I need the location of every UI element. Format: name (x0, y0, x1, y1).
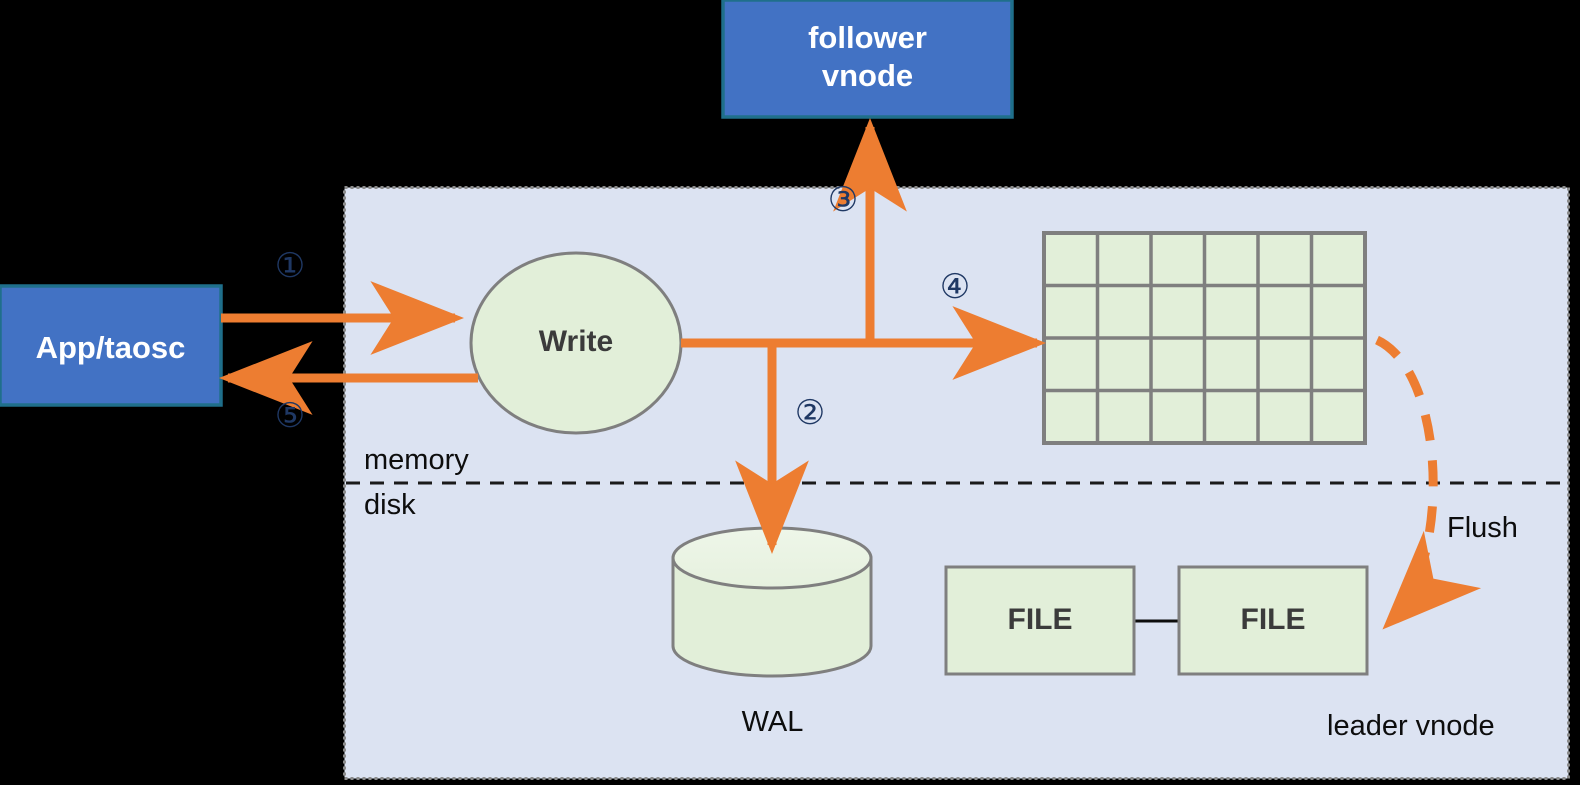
app-taosc-box[interactable] (0, 284, 223, 407)
memtable-grid[interactable] (1042, 231, 1367, 445)
file-box-left[interactable] (944, 565, 1136, 676)
wal-cylinder[interactable] (671, 526, 873, 678)
arrow-flush (1374, 335, 1482, 630)
follower-vnode-box[interactable] (721, 0, 1014, 119)
write-node[interactable] (469, 251, 683, 435)
file-box-right[interactable] (1177, 565, 1369, 676)
